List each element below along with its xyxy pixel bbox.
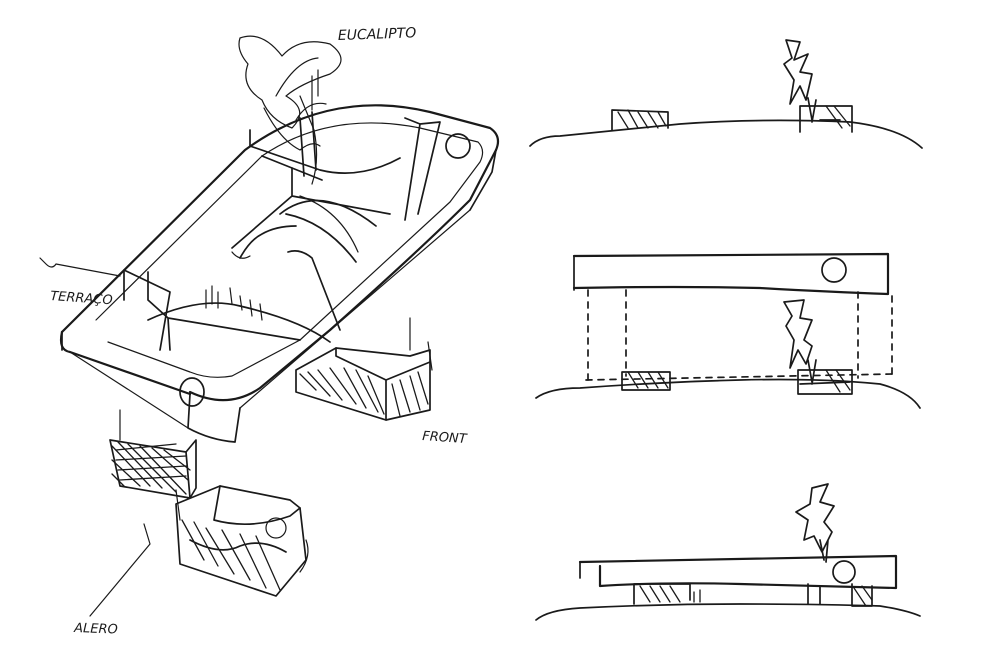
section-middle xyxy=(535,252,921,409)
label-front: FRONT xyxy=(422,429,468,447)
label-alero: ALERO xyxy=(73,621,118,638)
leader-top xyxy=(311,69,319,111)
slab-thickness xyxy=(61,149,497,443)
beam-3 xyxy=(231,167,391,249)
beam-6 xyxy=(287,250,341,331)
canopy-curve xyxy=(239,199,377,263)
slab-right-edge xyxy=(188,148,498,402)
slab-inner-rim xyxy=(95,122,484,378)
eucalyptus-trunk xyxy=(299,111,317,177)
eucalyptus-tree xyxy=(238,35,342,185)
tree-top xyxy=(783,39,817,123)
wavy-line xyxy=(147,302,331,343)
canopy-inner xyxy=(231,195,359,259)
tree-middle xyxy=(783,299,817,385)
section-bottom xyxy=(535,483,921,621)
block-bottom xyxy=(175,485,309,597)
isometric-view xyxy=(39,35,500,617)
beam-5 xyxy=(123,269,171,351)
block-left xyxy=(109,409,197,521)
leader-bottom xyxy=(89,523,151,617)
hole-front xyxy=(179,377,205,407)
beam-2 xyxy=(404,117,441,221)
tree-bottom xyxy=(795,483,835,563)
grass-ticks xyxy=(205,285,263,321)
section-top xyxy=(529,39,923,149)
leader-left xyxy=(39,257,121,277)
slab-front-edge xyxy=(59,330,192,396)
block-right xyxy=(295,317,433,421)
beam-1 xyxy=(249,129,401,181)
beam-4 xyxy=(147,271,301,351)
slab-thickness-bottom xyxy=(69,209,471,429)
label-terraco: TERRAÇO xyxy=(50,289,113,308)
hole-top xyxy=(445,133,471,159)
label-eucalipto: EUCALIPTO xyxy=(338,25,417,44)
